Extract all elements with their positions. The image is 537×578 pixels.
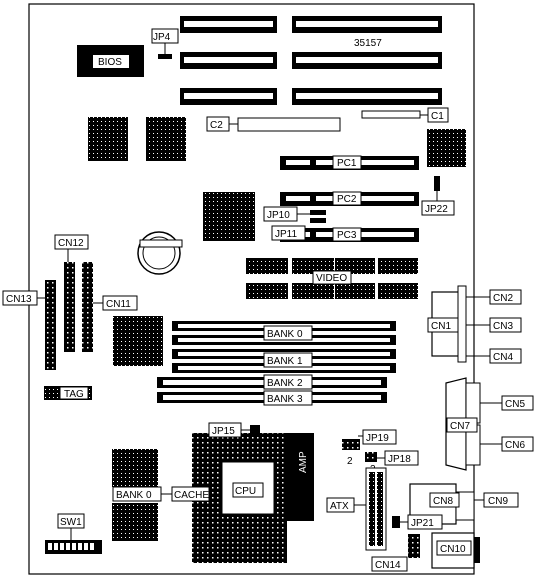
- pci-slot-1: PC1: [280, 155, 419, 170]
- cn9-label: CN9: [488, 496, 508, 507]
- memory-banks: BANK 0 BANK 1 BANK 2 BANK 3: [157, 321, 396, 406]
- cn12-connector: CN12: [54, 234, 89, 352]
- cpu-socket: CPU AMP: [192, 433, 314, 563]
- video-label: VIDEO: [316, 273, 347, 284]
- c2-label: C2: [210, 120, 223, 131]
- pc3-label: PC3: [337, 230, 357, 241]
- cn14-label: CN14: [375, 560, 401, 571]
- cn13-connector: CN13: [2, 280, 56, 370]
- cn3-port: CN3: [466, 317, 522, 333]
- bank3-label: BANK 3: [267, 394, 303, 405]
- cn6-label: CN6: [505, 440, 525, 451]
- sw1-label: SW1: [60, 517, 82, 528]
- cn4-port: CN4: [466, 348, 522, 364]
- battery: [137, 231, 183, 275]
- cn2-port: CN2: [466, 289, 522, 305]
- jp11-jumper: JP11: [271, 225, 306, 241]
- cn12-label: CN12: [58, 238, 84, 249]
- isa-slots: [180, 16, 442, 105]
- jp4-jumper: JP4: [151, 28, 179, 59]
- pc2-label: PC2: [337, 194, 357, 205]
- jp11-label: JP11: [275, 229, 297, 240]
- pc1-label: PC1: [337, 158, 357, 169]
- io-chip: [113, 316, 163, 366]
- jp18-label: JP18: [388, 454, 411, 465]
- cn14-connector: CN14: [371, 534, 420, 572]
- tag-ram: TAG: [44, 386, 92, 400]
- cpu-label: CPU: [235, 486, 256, 497]
- jp21-jumper: JP21: [392, 514, 443, 530]
- cn10-label: CN10: [440, 544, 466, 555]
- cn9-port: CN9: [474, 492, 519, 508]
- chips-upper-left: [88, 117, 466, 167]
- cache-label: CACHE: [174, 490, 209, 501]
- bios-label: BIOS: [98, 57, 122, 68]
- c1-label: C1: [431, 111, 444, 122]
- jp4-label: JP4: [153, 32, 171, 43]
- tag-label: TAG: [64, 389, 84, 400]
- cache-memory: BANK 0 CACHE: [112, 449, 210, 541]
- cn5-label: CN5: [505, 399, 525, 410]
- cn10-port: CN10: [431, 532, 480, 569]
- cn4-label: CN4: [493, 352, 513, 363]
- atx-label: ATX: [330, 501, 349, 512]
- cn1-label: CN1: [431, 321, 451, 332]
- sw1-dip-switch: SW1: [45, 513, 102, 554]
- jp10-label: JP10: [267, 210, 290, 221]
- cn11-label: CN11: [106, 299, 131, 310]
- cn5-port: CN5: [480, 395, 534, 411]
- jp15-jumper: JP15: [208, 422, 260, 438]
- c1-connector: C1: [361, 107, 449, 123]
- jp19-pin-label: 2: [347, 456, 353, 467]
- chipset-chip: [203, 192, 255, 241]
- cache-bank-label: BANK 0: [116, 490, 152, 501]
- cn2-label: CN2: [493, 293, 513, 304]
- jp19-jumper: 2 JP19: [342, 429, 397, 467]
- bank2-label: BANK 2: [267, 378, 303, 389]
- amp-label: AMP: [298, 451, 309, 473]
- jp21-label: JP21: [411, 518, 434, 529]
- jp15-label: JP15: [212, 426, 235, 437]
- jp10-jumper: JP10: [263, 206, 326, 223]
- cn6-port: CN6: [480, 436, 534, 452]
- bank0-label: BANK 0: [267, 329, 303, 340]
- c2-connector: C2: [206, 116, 341, 132]
- jp19-label: JP19: [366, 433, 389, 444]
- video-memory: VIDEO: [246, 258, 418, 299]
- cn8-label: CN8: [433, 496, 453, 507]
- cn7-port: CN7: [445, 377, 481, 471]
- bios-chip: BIOS: [77, 45, 144, 77]
- cn13-label: CN13: [6, 294, 32, 305]
- atx-power: ATX: [326, 467, 387, 551]
- bank1-label: BANK 1: [267, 356, 303, 367]
- cn11-connector: CN11: [82, 262, 138, 352]
- jp22-jumper: JP22: [421, 176, 455, 216]
- cn7-label: CN7: [450, 421, 470, 432]
- cn8-port: CN8: [409, 483, 475, 525]
- board-model-label: 35157: [354, 38, 382, 49]
- cn3-label: CN3: [493, 321, 513, 332]
- pci-slot-2: PC2: [280, 191, 419, 206]
- jp22-label: JP22: [425, 204, 448, 215]
- cn1-port: CN1: [427, 285, 467, 363]
